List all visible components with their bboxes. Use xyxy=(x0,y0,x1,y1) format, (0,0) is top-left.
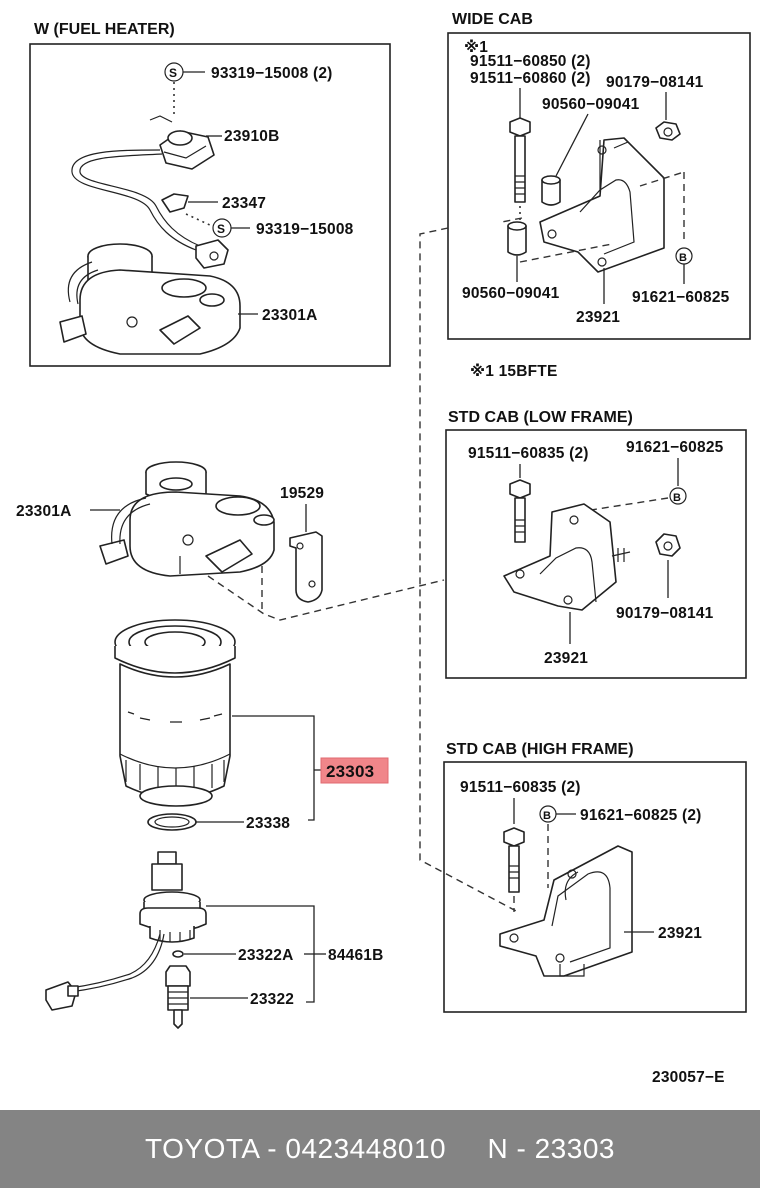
label-19529: 19529 xyxy=(280,485,324,502)
dashed-connector-long xyxy=(419,227,519,913)
bracket-leader xyxy=(232,715,315,821)
label-23921-high: 23921 xyxy=(658,925,702,942)
label-90560-09041-lower: 90560−09041 xyxy=(462,285,560,302)
label-91511-60850: 91511−60850 (2) xyxy=(470,53,591,70)
label-23322a: 23322A xyxy=(238,947,294,964)
label-23301a-top: 23301A xyxy=(262,307,318,324)
std-high-box xyxy=(443,761,747,1013)
fuel-heater-section: W (FUEL HEATER) S 93319−15008 (2) 23910B… xyxy=(29,21,391,367)
label-23301a-main: 23301A xyxy=(16,503,72,520)
wide-cab-box xyxy=(447,32,751,340)
label-23910b: 23910B xyxy=(224,128,280,145)
note-mark: ※1 xyxy=(464,38,488,56)
collar-upper-icon xyxy=(541,175,561,206)
sensor-connector-icon xyxy=(45,981,79,1011)
parts-diagram-svg: W (FUEL HEATER) S 93319−15008 (2) 23910B… xyxy=(16,11,751,1086)
bolt-icon xyxy=(509,117,531,203)
label-23303-highlighted: 23303 xyxy=(326,762,374,781)
label-93319-15008: 93319−15008 xyxy=(256,221,354,238)
s-mark-text: S xyxy=(169,66,177,80)
wide-cab-title: WIDE CAB xyxy=(452,11,533,28)
label-23347: 23347 xyxy=(222,195,266,212)
fuel-heater-box xyxy=(29,43,391,367)
label-91511-60835-high: 91511−60835 (2) xyxy=(460,779,581,796)
highlight-23303-box xyxy=(320,757,389,784)
label-90179-08141-wide: 90179−08141 xyxy=(606,74,704,91)
bracket-19529-icon xyxy=(289,531,323,603)
wire-harness xyxy=(71,149,197,251)
leader-line xyxy=(555,113,589,177)
label-91511-60860: 91511−60860 (2) xyxy=(470,70,591,87)
std-cab-low-section: STD CAB (LOW FRAME) 91511−60835 (2) 9162… xyxy=(445,409,747,679)
label-84461b: 84461B xyxy=(328,947,384,964)
water-sensor-icon xyxy=(139,851,207,943)
bracket-23921-wide-icon xyxy=(539,137,665,273)
label-23338: 23338 xyxy=(246,815,290,832)
wide-cab-section: WIDE CAB ※1 91511−60850 (2) 91511−60860 … xyxy=(447,11,751,340)
std-low-title: STD CAB (LOW FRAME) xyxy=(448,409,633,426)
std-low-box xyxy=(445,429,747,679)
dashed-connector xyxy=(207,575,445,621)
sensor-23910b-icon xyxy=(149,115,215,170)
label-91621-60825-wide: 91621−60825 xyxy=(632,289,730,306)
fuel-heater-title: W (FUEL HEATER) xyxy=(34,21,175,38)
label-91621-60825-high: 91621−60825 (2) xyxy=(580,807,702,824)
parts-diagram: W (FUEL HEATER) S 93319−15008 (2) 23910B… xyxy=(16,11,751,1086)
o-ring-23322a-icon xyxy=(172,950,184,958)
bracket-23921-low-icon xyxy=(503,503,631,611)
b-mark-text: B xyxy=(673,492,681,504)
collar-lower-icon xyxy=(507,221,527,256)
dotted-line xyxy=(185,213,213,227)
nut-low-icon xyxy=(655,533,681,557)
bolt-low-icon xyxy=(509,479,531,543)
footer-part-number: TOYOTA - 0423448010 N - 23303 xyxy=(145,1133,615,1164)
sensor-wire xyxy=(69,933,161,989)
label-93319-15008-2: 93319−15008 (2) xyxy=(211,65,333,82)
fuel-filter-23303-icon xyxy=(114,619,236,807)
label-90179-08141-low: 90179−08141 xyxy=(616,605,714,622)
label-91621-60825-low: 91621−60825 xyxy=(626,439,724,456)
b-mark-text: B xyxy=(679,252,687,264)
label-23921-low: 23921 xyxy=(544,650,588,667)
nut-wide-icon xyxy=(655,121,681,141)
label-91511-60835-low: 91511−60835 (2) xyxy=(468,445,589,462)
connector-icon xyxy=(195,239,229,269)
drain-plug-23322-icon xyxy=(165,965,191,1029)
clip-23347-icon xyxy=(161,193,189,213)
label-23921-wide: 23921 xyxy=(576,309,620,326)
bolt-high-icon xyxy=(503,827,525,893)
filter-head-23301a-icon xyxy=(99,461,275,577)
std-high-title: STD CAB (HIGH FRAME) xyxy=(446,741,634,758)
diagram-code: 230057−E xyxy=(652,1069,725,1086)
std-cab-high-section: STD CAB (HIGH FRAME) 91511−60835 (2) B 9… xyxy=(443,741,747,1013)
label-23322: 23322 xyxy=(250,991,294,1008)
s-mark-text: S xyxy=(217,222,225,236)
note-15bfte: ※1 15BFTE xyxy=(470,362,558,380)
b-mark-text: B xyxy=(543,810,551,822)
bracket-23921-high-icon xyxy=(499,845,633,977)
filter-head-23301a-top-icon xyxy=(59,243,241,355)
footer-bar: TOYOTA - 0423448010 N - 23303 xyxy=(0,1110,760,1188)
b-mark-icon xyxy=(669,487,687,505)
label-90560-09041-upper: 90560−09041 xyxy=(542,96,640,113)
